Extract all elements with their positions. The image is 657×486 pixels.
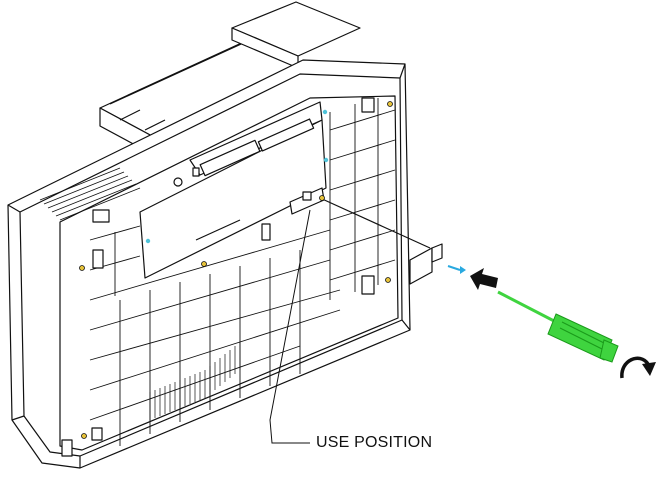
screw-holes bbox=[79, 101, 393, 439]
device-latches bbox=[61, 97, 375, 457]
screwdriver bbox=[497, 290, 619, 363]
screw-hole bbox=[319, 195, 325, 201]
screw bbox=[447, 265, 466, 274]
interface-panel bbox=[139, 101, 327, 279]
device-housing bbox=[7, 59, 411, 469]
rotate-clockwise-icon bbox=[620, 356, 656, 379]
screw-hole bbox=[81, 433, 87, 439]
panel-screw bbox=[145, 238, 151, 244]
device-handle bbox=[99, 1, 361, 155]
screw-hole bbox=[79, 265, 85, 271]
screw-hole bbox=[385, 277, 391, 283]
screw-hole bbox=[387, 101, 393, 107]
screw-hole bbox=[201, 261, 207, 267]
arrow-left-icon bbox=[470, 268, 498, 290]
panel-screw bbox=[322, 109, 328, 115]
use-position-label: USE POSITION bbox=[316, 434, 433, 451]
callout-leader bbox=[269, 209, 311, 444]
panel-screw bbox=[323, 157, 329, 163]
mounting-bracket bbox=[319, 197, 443, 285]
panel-screws bbox=[145, 109, 329, 244]
